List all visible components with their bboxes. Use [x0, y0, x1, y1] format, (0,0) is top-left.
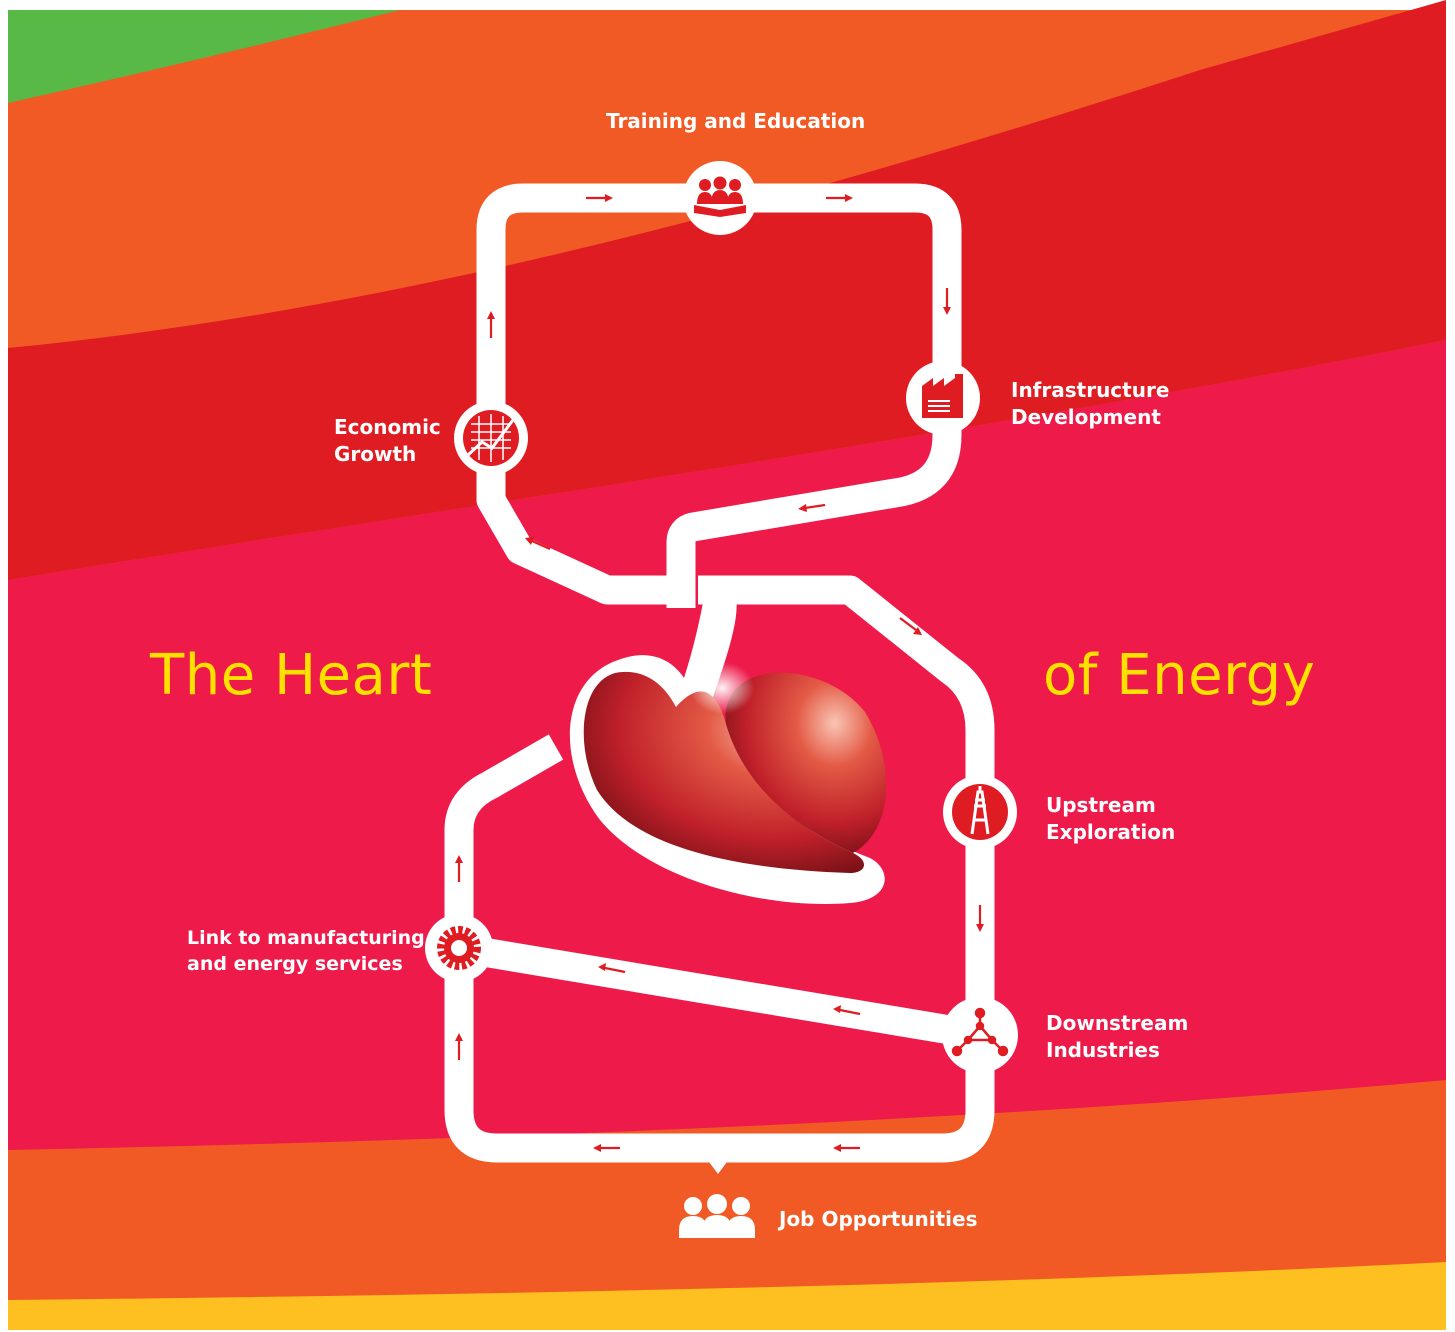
growth-chart-icon [463, 410, 519, 466]
arrow-up-icon [455, 855, 463, 863]
arrow-up-left-icon [525, 537, 534, 545]
label-economic: Economic Growth [334, 414, 441, 468]
molecule-icon [951, 1007, 1009, 1057]
node-infrastructure [906, 361, 980, 435]
node-upstream [943, 775, 1017, 849]
green-corner [8, 10, 400, 103]
label-infrastructure: Infrastructure Development [1011, 377, 1169, 431]
people-reading-icon [694, 176, 746, 217]
arrow-up-icon [487, 311, 495, 319]
label-infrastructure-line2: Development [1011, 405, 1161, 429]
arrow-left-icon [593, 1144, 601, 1152]
label-economic-line2: Growth [334, 442, 417, 466]
arrow-left-icon [833, 1144, 841, 1152]
arrow-left-icon [798, 504, 807, 512]
node-downstream [942, 997, 1018, 1073]
label-downstream: Downstream Industries [1046, 1010, 1188, 1064]
label-training: Training and Education [606, 109, 866, 133]
arrow-left-icon [833, 1005, 841, 1013]
yellow-band [8, 1262, 1446, 1330]
arrow-left-icon [598, 963, 606, 971]
label-economic-line1: Economic [334, 415, 441, 439]
people-group-icon [679, 1194, 755, 1238]
arrow-down-right-icon [913, 627, 922, 635]
red-band [8, 0, 1446, 580]
label-manufacturing-line2: and energy services [187, 953, 403, 975]
oil-rig-icon [952, 784, 1008, 840]
title-right: of Energy [1043, 643, 1316, 708]
node-economic [454, 401, 528, 475]
arrow-down-icon [943, 307, 951, 315]
arrow-up-icon [455, 1033, 463, 1041]
label-infrastructure-line1: Infrastructure [1011, 378, 1170, 402]
arrow-right-icon [605, 194, 613, 202]
flow-arrows [455, 194, 984, 1152]
heart-icon [569, 597, 887, 904]
node-training [683, 161, 757, 235]
label-upstream-line1: Upstream [1046, 793, 1156, 817]
callout-pointer [706, 1158, 730, 1174]
arrow-right-icon [845, 194, 853, 202]
label-downstream-line2: Industries [1046, 1038, 1160, 1062]
connector-path [456, 933, 983, 1050]
label-upstream: Upstream Exploration [1046, 792, 1175, 846]
gear-icon [437, 926, 481, 970]
label-manufacturing-line1: Link to manufacturing [187, 927, 425, 949]
node-manufacturing [425, 914, 493, 982]
lower-loop-path [444, 575, 995, 1163]
arrow-down-icon [976, 924, 984, 932]
label-upstream-line2: Exploration [1046, 820, 1176, 844]
label-jobs: Job Opportunities [779, 1207, 978, 1231]
factory-icon [922, 374, 963, 418]
label-downstream-line1: Downstream [1046, 1011, 1189, 1035]
upper-loop-path [476, 183, 962, 608]
label-manufacturing: Link to manufacturing and energy service… [187, 925, 425, 977]
title-left: The Heart [150, 643, 433, 708]
